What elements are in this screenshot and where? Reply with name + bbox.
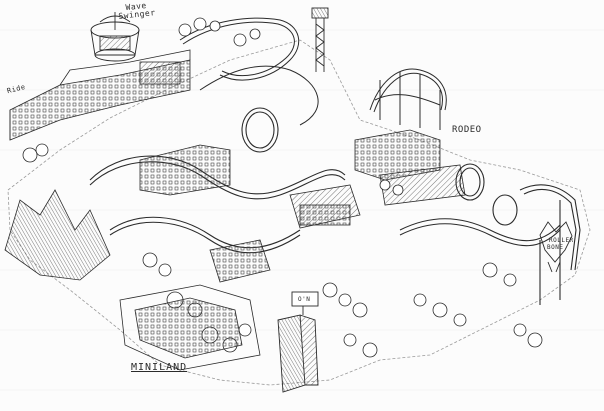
rollerbone-logo: [539, 221, 573, 273]
wave-swinger-ride: [90, 12, 140, 62]
coaster-track-north: [179, 17, 319, 126]
entrance-sign-label: O'N: [298, 296, 311, 303]
drop-tower: [311, 7, 329, 72]
rollerbone-label-line2: BONE: [547, 244, 564, 251]
rodeo-buildings: [354, 129, 466, 206]
park-ground-outline: [7, 39, 591, 386]
buildings-northwest: [9, 49, 191, 141]
miniland-label: MINILAND: [131, 362, 188, 373]
buildings-center: [139, 144, 361, 283]
coaster-track-central: [89, 107, 346, 254]
rodeo-coaster: [369, 68, 447, 130]
miniland-area: [119, 284, 261, 371]
mountain-west: [4, 189, 111, 281]
coaster-track-east: [399, 163, 581, 305]
entrance-tower: [277, 291, 319, 393]
rodeo-label: RODEO: [452, 125, 482, 135]
rollerbone-label-line1: ROLLER: [549, 237, 574, 244]
